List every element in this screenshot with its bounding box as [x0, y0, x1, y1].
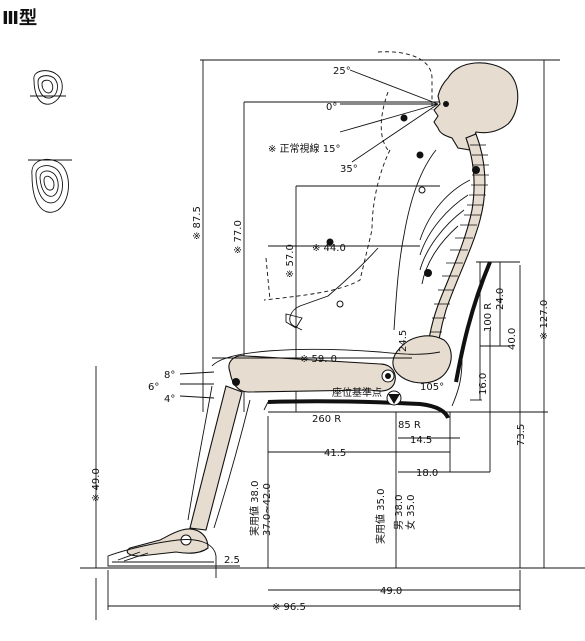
head-outline-dashed — [377, 51, 433, 110]
dim-44: ※ 44.0 — [312, 243, 346, 254]
dim-85r: 85 R — [398, 420, 421, 431]
sight-line-15: ※ 正常視線 15° — [268, 142, 340, 155]
page-title: Ⅲ型 — [2, 8, 38, 29]
practical-38: 実用値 38.0 — [248, 481, 261, 536]
chair — [263, 261, 492, 419]
angle-8: 8° — [164, 370, 175, 381]
dim-73-5: 73.5 — [516, 424, 527, 446]
dim-57: ※ 57.0 — [285, 244, 296, 278]
female-35: 女 35.0 — [404, 495, 417, 530]
dim-40: 40.0 — [507, 328, 518, 350]
dim-18: 18.0 — [416, 468, 438, 479]
dim-77: ※ 77.0 — [233, 220, 244, 254]
dim-2-5: 2.5 — [224, 555, 240, 566]
male-38: 男 38.0 — [393, 495, 405, 530]
pressure-contour-back — [30, 70, 66, 105]
angle-35: 35° — [340, 164, 358, 175]
dim-100r: 100 R — [483, 303, 494, 332]
dim-96-5: ※ 96.5 — [272, 602, 306, 613]
seat-reference-point — [386, 390, 402, 406]
skull — [400, 62, 519, 151]
angle-6: 6° — [148, 382, 159, 393]
sight-lines — [339, 69, 439, 163]
dim-14-5: 14.5 — [410, 435, 432, 446]
dim-24: 24.0 — [495, 288, 506, 310]
dim-24-5: 24.5 — [398, 330, 409, 352]
pelvis-thigh — [211, 335, 452, 393]
seat-reference-label: 座位基準点 — [332, 386, 382, 399]
lower-leg — [187, 385, 251, 531]
angle-105: 105° — [420, 382, 444, 393]
angle-0: 0° — [326, 102, 337, 113]
dim-59: ※ 59. 0 — [300, 354, 337, 365]
dim-87-5: ※ 87.5 — [192, 206, 203, 240]
range-37-42: 37.0~42.0 — [262, 483, 273, 536]
foot — [107, 528, 217, 567]
dim-260r: 260 R — [312, 414, 341, 425]
dim-16: 16.0 — [478, 373, 489, 395]
pressure-contour-seat — [28, 158, 72, 213]
angle-4: 4° — [164, 394, 175, 405]
torso-outline — [393, 149, 437, 331]
dim-49: 49.0 — [380, 586, 402, 597]
dim-49-height: ※ 49.0 — [91, 468, 102, 502]
practical-35: 実用値 35.0 — [374, 489, 387, 544]
angle-25: 25° — [333, 66, 351, 77]
dim-127: ※ 127.0 — [539, 300, 550, 340]
dim-41-5: 41.5 — [324, 448, 346, 459]
